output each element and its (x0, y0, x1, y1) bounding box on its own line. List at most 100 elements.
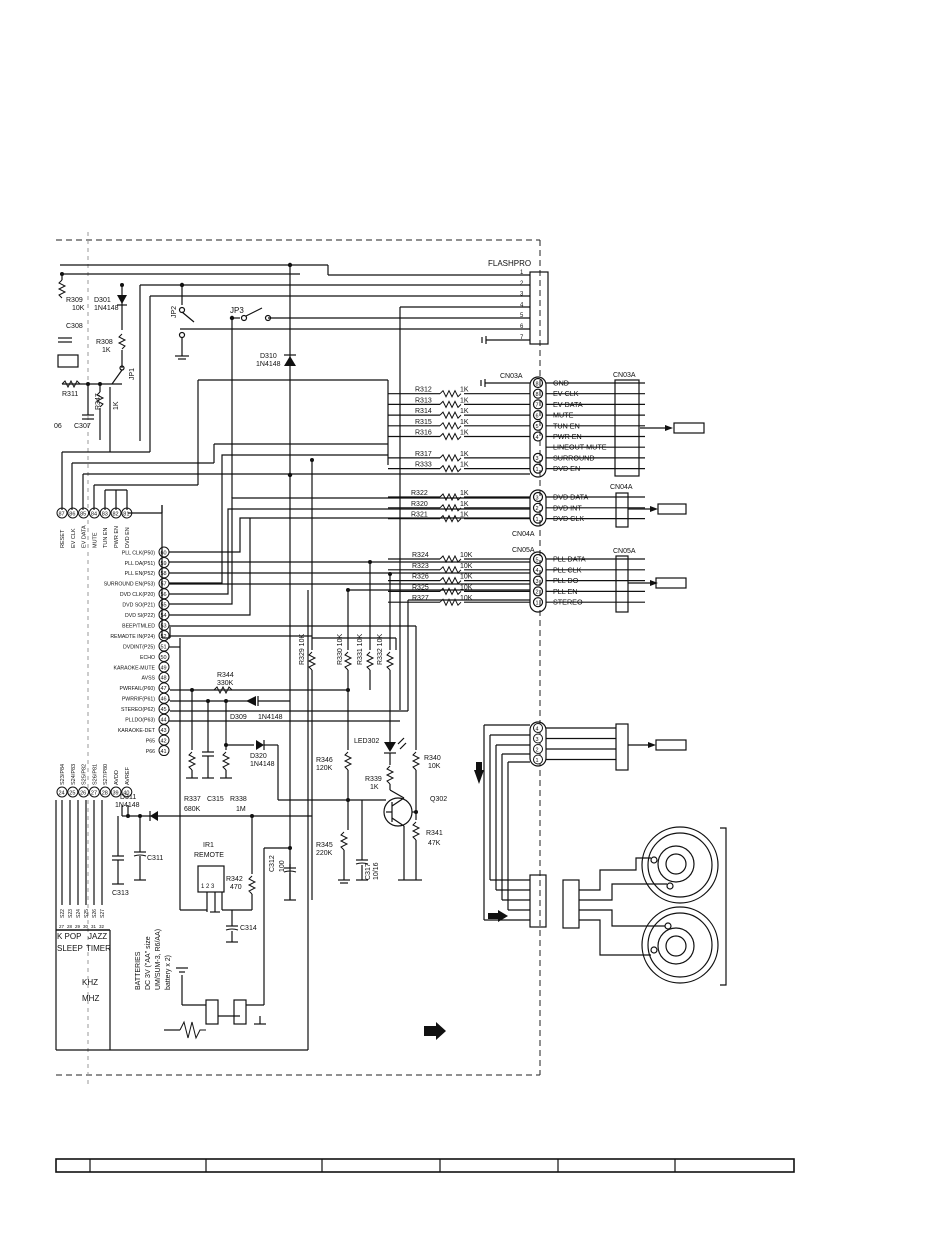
left-parts (57, 272, 127, 452)
key-switch-number: 30 (83, 924, 89, 929)
part-r339v: 1K (370, 784, 379, 791)
resistor-value: 1K (460, 430, 469, 437)
part-r344v: 330K (217, 680, 234, 687)
part-r337v: 680K (184, 806, 201, 813)
mcu-pin-number: 82 (113, 512, 119, 518)
part-led302: LED302 (354, 738, 379, 745)
part-r345v: 220K (316, 850, 333, 857)
part-jp2: JP2 (171, 306, 178, 318)
mcu-pin-label: PWRFAIL(P60) (120, 686, 156, 692)
d310-value: 1N4148 (256, 361, 281, 368)
top-pin-wiring (61, 379, 530, 510)
key-switch-number: 27 (59, 924, 65, 929)
part-bat2: DC 3V ("AA" size (145, 936, 152, 990)
resistor-ref: R324 (412, 552, 429, 559)
key-switch-label: S25 (84, 909, 90, 918)
mcu-pin-number: 42 (161, 738, 167, 744)
mid-area-circuit (170, 600, 422, 884)
d310-diode: D310 1N4148 (256, 262, 296, 900)
part-r338v: 1M (236, 806, 246, 813)
mcu-pin-number: 84 (91, 512, 97, 518)
part-d309: D309 (230, 714, 247, 721)
mcu-pin-number: 47 (161, 686, 167, 692)
pin-number: 4 (536, 435, 539, 441)
mcu-pin-number: 54 (161, 613, 167, 619)
key-khz: KHZ (82, 978, 98, 987)
flashpro-pin-6: 6 (520, 324, 524, 330)
mcu-pin-label: PLLDO(P63) (125, 718, 155, 724)
part-r342v: 470 (230, 884, 242, 891)
mcu-bottom-pins: 24S23/P8425S24/P8326S25/P8227S26/P8128S2… (56, 764, 133, 798)
cn04a-left-label: CN04A (512, 531, 535, 538)
mcu-pin-number: 28 (102, 791, 108, 797)
part-c313: C313 (112, 890, 129, 897)
part-r339: R339 (365, 776, 382, 783)
resistor-value: 1K (460, 408, 469, 415)
mcu-pin-label: PWR EN (114, 526, 120, 548)
ir1-type: REMOTE (194, 852, 224, 859)
resistor-ref: R326 (412, 574, 429, 581)
key-row2-right: TIMER (86, 944, 111, 953)
key-switch-label: S24 (76, 909, 82, 918)
part-r330: R330 10K (337, 634, 344, 665)
mcu-pin-number: 26 (80, 791, 86, 797)
resistor-ref: R322 (411, 490, 428, 497)
mcu-pin-label: KARAOKE-MUTE (113, 665, 155, 671)
mcu-pin-number: 59 (161, 561, 167, 567)
resistor-value: 10K (460, 584, 473, 591)
part-c315: C315 (207, 796, 224, 803)
flashpro-pin-5: 5 (520, 313, 524, 319)
part-d311v: 1N4148 (115, 802, 140, 809)
mcu-pin-number: 44 (161, 718, 167, 724)
pin-number: 1 (536, 601, 539, 607)
part-r309v: 10K (72, 305, 85, 312)
resistor-value: 1K (460, 397, 469, 404)
mcu-pin-label: EV CLK (71, 528, 77, 548)
pin-number: 3 (536, 579, 539, 585)
cn03a-right-label: CN03A (613, 372, 636, 379)
key-switch-number: 32 (99, 924, 105, 929)
mcu-pin-label: PLL DA(P51) (125, 561, 156, 567)
resistor-ref: R317 (415, 451, 432, 458)
mcu-pin-label: MUTE (92, 532, 98, 548)
key-row2-left: SLEEP (57, 944, 83, 953)
part-r347: R347 (95, 393, 102, 410)
mcu-pin-number: 41 (161, 749, 167, 755)
mcu-pin-28: 28 S27/P80 (99, 764, 111, 798)
mcu-pin-number: 81 (123, 512, 129, 518)
part-d309v: 1N4148 (258, 714, 283, 721)
mcu-pin-label: RESET (60, 529, 66, 548)
pin-number: 3 (536, 456, 539, 462)
mcu-pin-number: 52 (161, 634, 167, 640)
pullup-resistors (307, 458, 397, 900)
pin-number: 4 (536, 568, 539, 574)
cn03a-left-label: CN03A (500, 373, 523, 380)
resistor-value: 10K (460, 563, 473, 570)
mcu-pin-label: KARAOKE-DET (118, 728, 156, 734)
flashpro-pin-4: 4 (520, 302, 524, 308)
resistor-ref: R314 (415, 408, 432, 415)
mcu-pin-number: 45 (161, 707, 167, 713)
mcu-pin-label: S27/P80 (103, 764, 109, 785)
speaker-pin-3: 3 (533, 733, 616, 744)
mcu-pin-number: 57 (161, 582, 167, 588)
part-r344: R344 (217, 672, 234, 679)
part-r329: R329 10K (299, 634, 306, 665)
